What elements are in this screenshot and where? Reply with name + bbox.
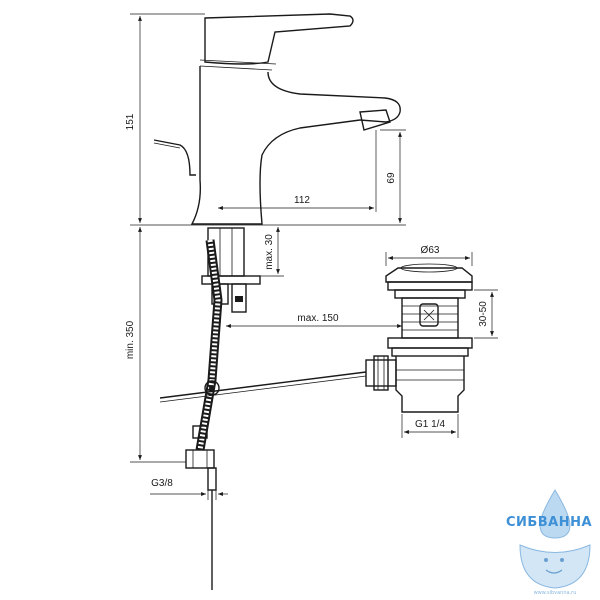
dim-label-151: 151: [125, 113, 136, 130]
dim-total-height: 151: [125, 13, 205, 226]
watermark-url: www.sibvanna.ru: [534, 590, 577, 596]
dim-label-min350: min. 350: [125, 320, 136, 359]
dim-rod-max: max. 150: [226, 313, 402, 328]
dim-label-69: 69: [386, 172, 397, 184]
dim-label-d63: Ø63: [421, 245, 440, 256]
faucet-body: [153, 13, 401, 225]
waste-assembly: [365, 263, 473, 413]
sibvanna-logo: [519, 489, 591, 589]
flex-hose: [185, 239, 223, 590]
dim-label-30-50: 30-50: [478, 301, 489, 327]
dim-label-g38: G3/8: [151, 478, 173, 489]
dim-waste-adjust: 30-50: [474, 289, 498, 339]
dim-label-max30: max. 30: [264, 234, 275, 270]
dim-label-max150: max. 150: [297, 313, 339, 324]
dim-spout-reach: 112: [218, 130, 377, 212]
dim-spout-height: 69: [280, 129, 406, 226]
dim-mount-max: max. 30: [246, 227, 284, 277]
dim-label-g114: G1 1/4: [415, 419, 445, 430]
pop-up-rod: [159, 371, 367, 403]
watermark-brand: СИБВАННА: [506, 515, 592, 530]
dim-waste-diameter: Ø63: [385, 245, 473, 266]
dim-hose-thread: G3/8: [150, 478, 228, 500]
dim-label-112: 112: [294, 195, 310, 206]
dim-waste-thread: G1 1/4: [401, 414, 459, 438]
dim-pipe-min: min. 350: [125, 227, 186, 463]
